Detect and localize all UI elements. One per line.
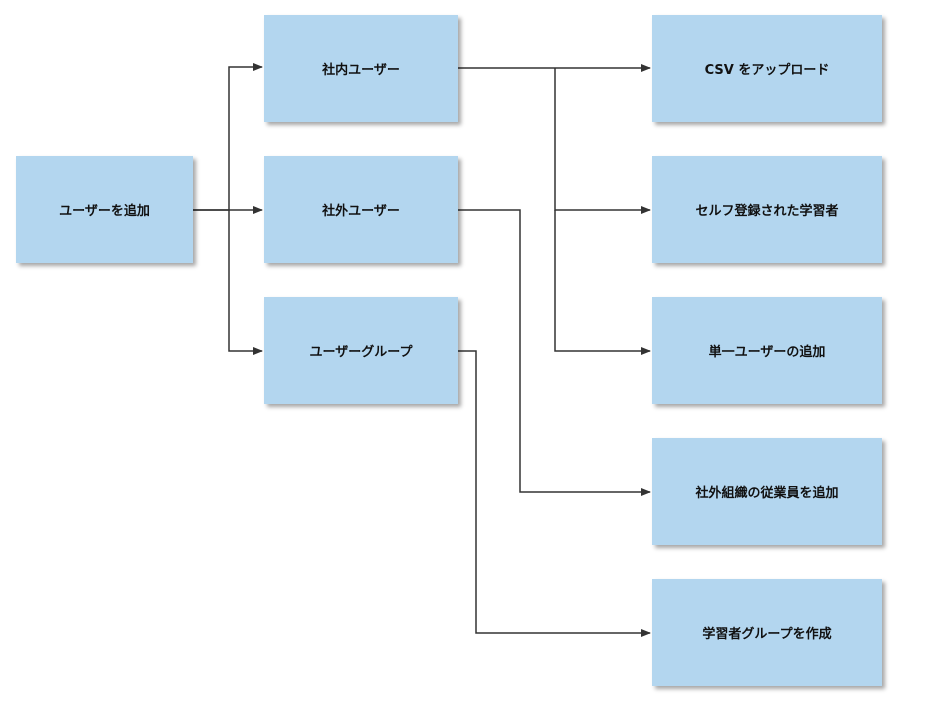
- node-label: ユーザーを追加: [59, 204, 150, 219]
- edge-user-groups-to-create-learner-group: [458, 350, 651, 637]
- edge-external-users-to-add-external-org-employees: [458, 209, 651, 496]
- node-label: CSV をアップロード: [704, 63, 830, 78]
- node-add-users: ユーザーを追加: [16, 156, 193, 263]
- node-self-registered-learners: セルフ登録された学習者: [652, 156, 882, 263]
- edge-internal-users-to-self-registered: [554, 68, 651, 214]
- node-internal-users: 社内ユーザー: [264, 15, 458, 122]
- node-add-single-user: 単一ユーザーの追加: [652, 297, 882, 404]
- node-label: 学習者グループを作成: [702, 627, 832, 642]
- node-label: 単一ユーザーの追加: [708, 345, 826, 360]
- node-external-users: 社外ユーザー: [264, 156, 458, 263]
- node-label: ユーザーグループ: [309, 345, 413, 360]
- node-user-groups: ユーザーグループ: [264, 297, 458, 404]
- node-label: セルフ登録された学習者: [695, 204, 839, 219]
- node-add-external-org-employees: 社外組織の従業員を追加: [652, 438, 882, 545]
- node-label: 社外ユーザー: [322, 204, 400, 219]
- edge-add-users-to-user-groups: [228, 210, 263, 355]
- node-create-learner-group: 学習者グループを作成: [652, 579, 882, 686]
- node-label: 社外組織の従業員を追加: [695, 486, 839, 501]
- edge-add-users-to-internal-users: [193, 63, 263, 211]
- node-upload-csv: CSV をアップロード: [652, 15, 882, 122]
- node-label: 社内ユーザー: [322, 63, 400, 78]
- edge-internal-users-to-add-single-user: [554, 210, 651, 355]
